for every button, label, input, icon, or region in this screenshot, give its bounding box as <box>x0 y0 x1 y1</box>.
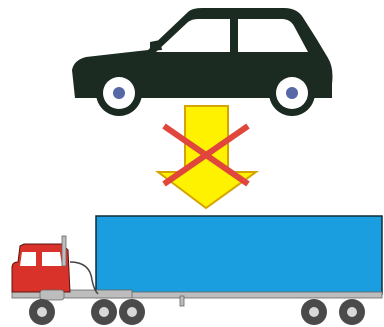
landing-gear <box>180 296 184 306</box>
trailer-wheel-2-rim <box>347 307 357 317</box>
drive-wheel-2-rim <box>127 307 137 317</box>
cab-window-front <box>20 252 36 266</box>
car-icon <box>72 8 333 116</box>
exhaust-stack <box>62 236 66 266</box>
trailer-wheel-1-rim <box>309 307 319 317</box>
truck-wheels <box>29 299 365 325</box>
fuel-tank <box>40 290 64 300</box>
semi-truck-icon <box>12 216 382 325</box>
car-front-hub <box>113 87 125 99</box>
trailer-box <box>96 216 382 294</box>
steer-wheel-rim <box>37 307 47 317</box>
drive-wheel-1-rim <box>99 307 109 317</box>
car-mirror <box>150 40 162 51</box>
cab-window-side <box>42 252 62 266</box>
air-hoses <box>70 262 98 294</box>
truck-cab <box>12 244 70 292</box>
car-rear-hub <box>286 87 298 99</box>
trailer-rail <box>96 292 382 298</box>
